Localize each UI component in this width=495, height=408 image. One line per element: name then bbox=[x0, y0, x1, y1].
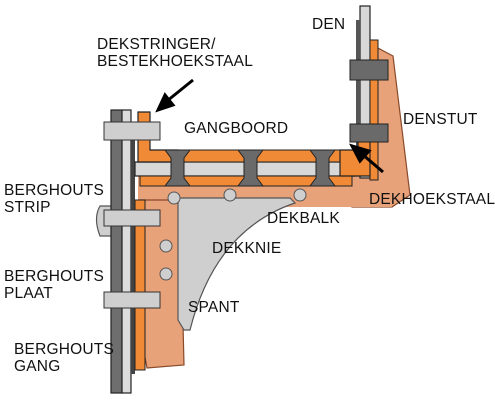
label-dekstringer-line2: BESTEKHOEKSTAAL bbox=[97, 53, 254, 71]
dekstringer-arrow-line bbox=[166, 78, 194, 103]
label-dekhoekstaal: DEKHOEKSTAAL bbox=[369, 191, 495, 208]
rivet-hole bbox=[159, 239, 173, 253]
leader-arrows bbox=[155, 78, 384, 174]
rivet-holes bbox=[159, 188, 307, 281]
label-berghouts-plaat-line1: BERGHOUTS bbox=[4, 268, 104, 285]
label-dekstringer: DEKSTRINGER/ BESTEKHOEKSTAAL bbox=[97, 36, 253, 71]
label-berghouts-strip: BERGHOUTS STRIP bbox=[4, 182, 104, 217]
shell-inner-plate bbox=[121, 109, 132, 394]
label-spant: SPANT bbox=[188, 299, 240, 316]
shell-rivet bbox=[103, 209, 161, 227]
label-berghouts-gang-line2: GANG bbox=[14, 358, 61, 376]
label-den: DEN bbox=[312, 16, 346, 33]
shell-dark-edge bbox=[131, 126, 135, 374]
dekhoekstaal-arrowhead bbox=[348, 143, 372, 164]
label-denstut: DENSTUT bbox=[403, 111, 478, 128]
deck-rivet bbox=[309, 149, 336, 187]
label-berghouts-plaat: BERGHOUTS PLAAT bbox=[4, 268, 104, 303]
rivet-hole bbox=[159, 267, 173, 281]
label-gangboord: GANGBOORD bbox=[184, 120, 289, 137]
label-berghouts-gang: BERGHOUTS GANG bbox=[14, 341, 114, 376]
label-dekstringer-line1: DEKSTRINGER/ bbox=[97, 36, 216, 53]
deck-rivet bbox=[237, 149, 264, 187]
shell-rivet bbox=[103, 291, 161, 309]
shell-rivet bbox=[103, 121, 161, 141]
shell-rivets bbox=[103, 121, 161, 309]
den-rivet bbox=[349, 59, 389, 81]
den-rivets bbox=[349, 59, 389, 143]
label-berghouts-gang-line1: BERGHOUTS bbox=[14, 341, 114, 358]
deck-rivets bbox=[164, 149, 336, 187]
den-rivet bbox=[349, 123, 389, 143]
deck-rivet bbox=[164, 149, 191, 187]
berghouts-plaat bbox=[134, 199, 146, 371]
rivet-hole bbox=[167, 191, 181, 205]
den-post-dark bbox=[356, 20, 360, 170]
dekstringer-arrowhead bbox=[155, 92, 176, 113]
label-berghouts-strip-line2: STRIP bbox=[4, 199, 51, 217]
dekknie-bracket bbox=[177, 197, 297, 331]
den-post-orange bbox=[369, 39, 379, 181]
label-berghouts-plaat-line2: PLAAT bbox=[4, 285, 53, 303]
rivet-hole bbox=[223, 188, 237, 202]
label-dekknie: DEKKNIE bbox=[212, 240, 282, 257]
label-berghouts-strip-line1: BERGHOUTS bbox=[4, 182, 104, 199]
rivet-hole bbox=[293, 188, 307, 202]
label-dekbalk: DEKBALK bbox=[267, 210, 340, 227]
